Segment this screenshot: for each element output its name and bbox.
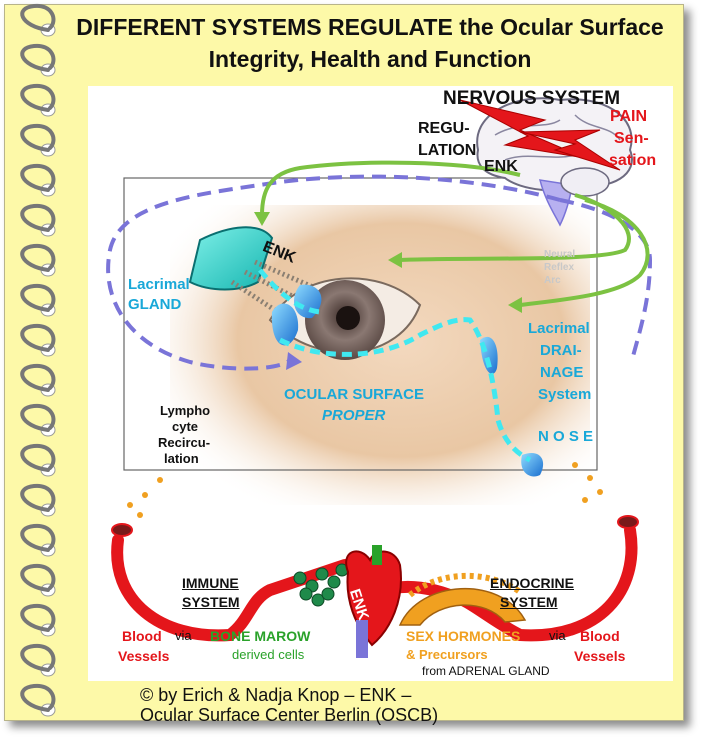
drainage-label-2: DRAI- — [540, 342, 582, 359]
blood-vessel-right — [389, 524, 638, 642]
via-label-left: via — [175, 628, 192, 643]
bone-marrow-label: BONE MAROW — [210, 628, 311, 644]
vessels-label-left: Vessels — [118, 648, 170, 664]
binding-ring — [20, 43, 56, 72]
precursors-label: & Precursors — [406, 647, 488, 662]
binding-ring — [20, 603, 56, 632]
binding-ring — [20, 123, 56, 152]
binding-ring — [20, 683, 56, 712]
binding-ring — [20, 243, 56, 272]
binding-ring — [20, 443, 56, 472]
vessels-label-right: Vessels — [574, 648, 626, 664]
endocrine-label-2: SYSTEM — [500, 594, 558, 610]
binding-ring — [20, 283, 56, 312]
efferent-arrowhead — [254, 212, 270, 226]
tear-drop-2 — [271, 303, 299, 346]
drainage-arrowhead — [508, 297, 522, 313]
proper-label: PROPER — [322, 407, 386, 424]
sparkle-stars — [127, 462, 603, 518]
binding-ring — [20, 523, 56, 552]
vessel-cap-right — [617, 515, 639, 529]
tear-flow-path — [258, 268, 532, 463]
nose-label: N O S E — [538, 428, 594, 445]
neural-afferent-path — [399, 193, 631, 262]
title-line-2: Integrity, Health and Function — [208, 46, 532, 72]
lympho-return-path — [559, 198, 653, 361]
pain-label-2: Sen- — [614, 130, 649, 147]
ocular-surface-label: OCULAR SURFACE — [284, 386, 425, 403]
binding-ring — [20, 563, 56, 592]
spiral-binding — [20, 3, 56, 717]
lympho-recirculation-path — [106, 174, 561, 371]
binding-ring — [20, 3, 56, 32]
binding-ring — [20, 203, 56, 232]
lympho-arrowhead — [286, 352, 302, 370]
binding-ring — [20, 483, 56, 512]
binding-ring — [20, 163, 56, 192]
regulation-label-2: LATION — [418, 142, 477, 159]
reflex-label-1: Neural — [544, 249, 576, 260]
blood-label-left: Blood — [122, 628, 162, 644]
drainage-label-1: Lacrimal — [528, 320, 590, 337]
sex-hormones-label: SEX HORMONES — [406, 628, 521, 644]
credit-line-2: Ocular Surface Center Berlin (OSCB) — [140, 705, 439, 725]
title-line-1: DIFFERENT SYSTEMS REGULATE the Ocular Su… — [76, 14, 664, 40]
binding-ring — [20, 323, 56, 352]
enk-brain-label: ENK — [484, 158, 518, 175]
lympho-label-2: cyte — [172, 419, 199, 434]
immune-label-1: IMMUNE — [182, 575, 239, 591]
heart-icon — [345, 545, 402, 658]
pain-label-1: PAIN — [610, 108, 648, 125]
binding-ring — [20, 83, 56, 112]
adrenal-label: from ADRENAL GLAND — [422, 664, 550, 678]
reflex-label-2: Reflex — [544, 262, 575, 273]
lacrimal-gland-label-2: GLAND — [128, 296, 182, 313]
nervous-system-label: NERVOUS SYSTEM — [443, 88, 621, 109]
blood-label-right: Blood — [580, 628, 620, 644]
neural-efferent-path — [260, 160, 521, 216]
lacrimal-gland-label-1: Lacrimal — [128, 276, 190, 293]
lympho-label-3: Recircu- — [158, 435, 211, 450]
immune-label-2: SYSTEM — [182, 594, 240, 610]
binding-ring — [20, 643, 56, 672]
drainage-label-3: NAGE — [540, 364, 584, 381]
regulation-label-1: REGU- — [418, 120, 470, 137]
lympho-label-1: Lympho — [160, 403, 211, 418]
bone-marrow-cells — [293, 563, 349, 607]
adrenal-gland-icon — [398, 572, 527, 626]
binding-ring — [20, 363, 56, 392]
lympho-label-4: lation — [164, 451, 199, 466]
endocrine-label-1: ENDOCRINE — [490, 575, 575, 591]
binding-ring — [20, 403, 56, 432]
via-label-right: via — [549, 628, 566, 643]
drainage-label-4: System — [538, 386, 592, 403]
vessel-cap-left — [111, 523, 133, 537]
derived-cells-label: derived cells — [232, 647, 305, 662]
pain-lightning-icon — [459, 99, 621, 171]
neural-drainage-path — [519, 198, 650, 307]
reflex-label-3: Arc — [544, 275, 561, 286]
credit-line-1: © by Erich & Nadja Knop – ENK – — [140, 685, 412, 705]
pain-label-3: sation — [609, 152, 657, 169]
afferent-arrowhead — [388, 252, 402, 268]
